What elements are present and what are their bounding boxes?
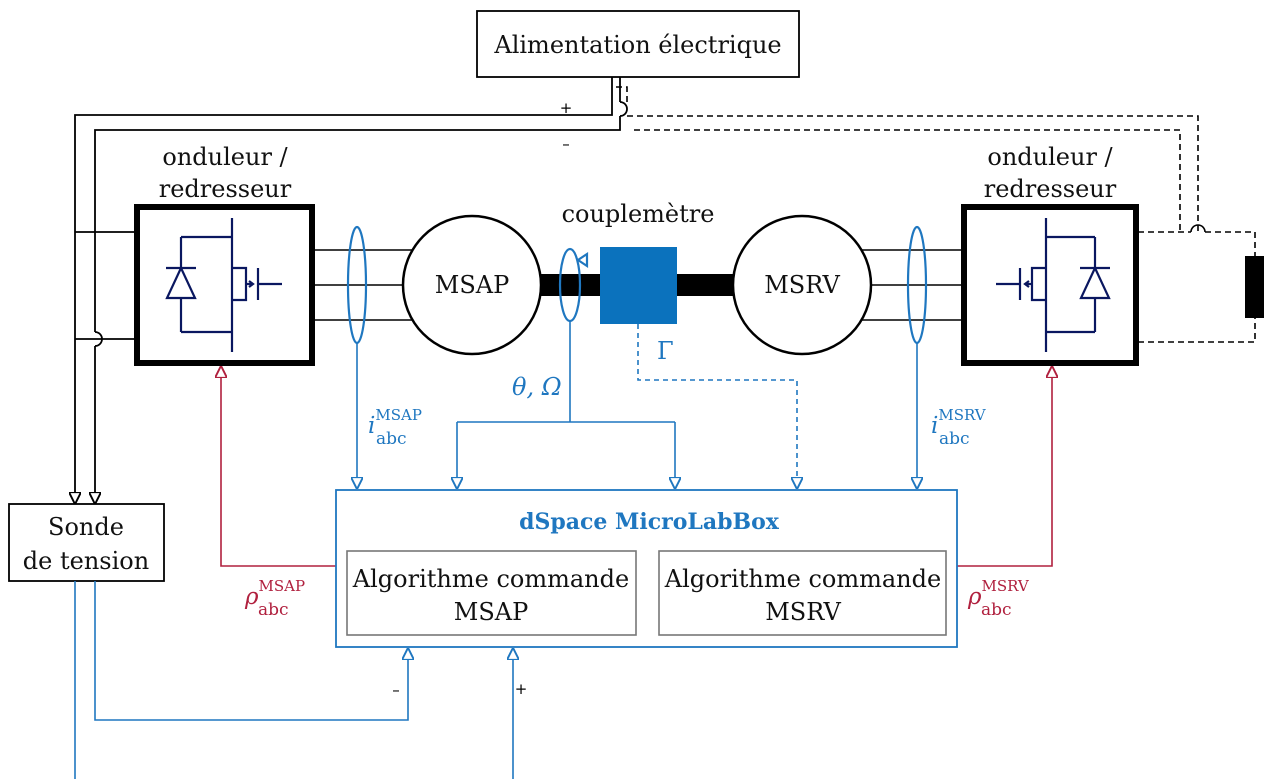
inverter-left-title-1: onduleur / xyxy=(162,143,288,171)
probe-minus-sign: – xyxy=(392,681,400,699)
inverter-left-box xyxy=(134,204,315,366)
inverter-right-box xyxy=(961,204,1139,366)
power-supply: Alimentation électrique xyxy=(476,10,800,78)
supply-plus-sign: + xyxy=(560,99,573,117)
torque-signal-wire xyxy=(637,324,797,488)
shaft-right xyxy=(676,274,738,296)
inverter-left-title-2: redresseur xyxy=(159,175,292,203)
algo-msap-box xyxy=(346,550,637,636)
algo-msap-line1: Algorithme commande xyxy=(352,565,629,593)
voltage-probe-line1: Sonde xyxy=(48,513,124,541)
dashed-bus-right xyxy=(612,86,1256,343)
algo-msap-line2: MSAP xyxy=(454,598,529,626)
probe-output-wires xyxy=(74,581,513,779)
inverter-left-switch-icon xyxy=(165,218,282,352)
power-supply-label: Alimentation électrique xyxy=(493,31,781,59)
inverter-right-title-2: redresseur xyxy=(984,175,1117,203)
torque-meter-block xyxy=(600,247,677,324)
algo-msrv-box xyxy=(658,550,947,636)
voltage-probe-box xyxy=(8,503,165,582)
torque-meter: couplemètre xyxy=(562,200,715,324)
motor-msrv: MSRV xyxy=(731,214,873,356)
probe-plus-sign: + xyxy=(515,680,528,698)
dspace-title: dSpace MicroLabBox xyxy=(519,509,780,535)
motor-msap-circle xyxy=(401,214,543,356)
duty-wires xyxy=(221,367,1052,567)
algo-msrv-line2: MSRV xyxy=(765,598,841,626)
dc-bus-wires xyxy=(75,77,628,503)
supply-minus-sign: – xyxy=(562,135,570,153)
measurement-wires xyxy=(357,321,917,488)
dashed-bus-hop xyxy=(1190,224,1206,233)
inverter-right-switch-icon xyxy=(996,218,1111,352)
voltage-probe-line2: de tension xyxy=(23,547,149,575)
motor-msap-label: MSAP xyxy=(435,271,510,299)
torque-signal-label: Γ xyxy=(657,337,674,365)
encoder-signal-label: θ, Ω xyxy=(512,373,562,401)
shaft-left xyxy=(540,274,602,296)
motor-msap: MSAP xyxy=(401,214,543,356)
motor-msrv-circle xyxy=(731,214,873,356)
dspace-controller: dSpace MicroLabBox Algorithme commande M… xyxy=(335,489,958,648)
motor-msrv-label: MSRV xyxy=(764,271,840,299)
inverter-left: onduleur / redresseur xyxy=(134,143,315,366)
algo-msrv-line1: Algorithme commande xyxy=(664,565,941,593)
voltage-probe: Sonde de tension xyxy=(8,503,165,582)
power-supply-box xyxy=(476,10,800,78)
torque-meter-label: couplemètre xyxy=(562,200,715,228)
inverter-right-title-1: onduleur / xyxy=(987,143,1113,171)
load-resistor xyxy=(1245,256,1264,318)
inverter-right: onduleur / redresseur xyxy=(961,143,1139,366)
